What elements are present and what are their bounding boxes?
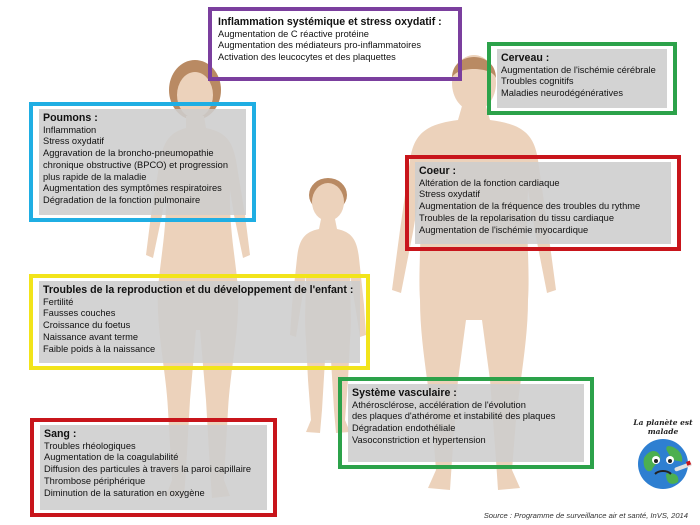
box-inflammation-content: Inflammation systémique et stress oxydat… xyxy=(212,11,458,77)
cerveau-item-2: Troubles cognitifs xyxy=(501,76,574,87)
sang-item-2: Augmentation de la coagulabilité xyxy=(44,452,179,463)
box-vasc-content: Système vasculaire : Athérosclérose, acc… xyxy=(348,384,584,462)
inflammation-title: Inflammation systémique et stress oxydat… xyxy=(218,16,442,28)
coeur-item-5: Augmentation de l'ischémie myocardique xyxy=(419,224,589,235)
sang-item-5: Diminution de la saturation en oxygène xyxy=(44,487,205,498)
repro-item-3: Croissance du foetus xyxy=(43,320,131,331)
box-inflammation: Inflammation systémique et stress oxydat… xyxy=(208,7,462,81)
cerveau-item-1: Augmentation de l'ischémie cérébrale xyxy=(501,64,656,75)
box-systeme-vasculaire: Système vasculaire : Athérosclérose, acc… xyxy=(338,377,594,469)
box-cerveau: Cerveau : Augmentation de l'ischémie cér… xyxy=(487,42,677,115)
vasc-item-4: Vasoconstriction et hypertension xyxy=(352,434,486,445)
vasc-item-2: des plaques d'athérome et instabilité de… xyxy=(352,411,556,422)
repro-title: Troubles de la reproduction et du dévelo… xyxy=(43,284,354,296)
logo-text: La planète est malade xyxy=(633,418,693,436)
sang-item-4: Thrombose périphérique xyxy=(44,475,146,486)
repro-item-1: Fertilité xyxy=(43,296,74,307)
box-coeur-content: Coeur : Altération de la fonction cardia… xyxy=(415,162,671,244)
poumons-item-6: Augmentation des symptômes respiratoires xyxy=(43,183,222,194)
coeur-item-1: Altération de la fonction cardiaque xyxy=(419,177,560,188)
coeur-item-4: Troubles de la repolarisation du tissu c… xyxy=(419,212,615,223)
repro-item-2: Fausses couches xyxy=(43,308,116,319)
cerveau-item-3: Maladies neurodégénératives xyxy=(501,88,623,99)
source-citation: Source : Programme de surveillance air e… xyxy=(483,511,688,520)
poumons-item-3: Aggravation de la broncho-pneumopathie xyxy=(43,148,214,159)
box-coeur: Coeur : Altération de la fonction cardia… xyxy=(405,155,681,251)
woman-head xyxy=(177,72,213,118)
vasc-item-1: Athérosclérose, accélération de l'évolut… xyxy=(352,399,526,410)
sang-item-1: Troubles rhéologiques xyxy=(44,440,136,451)
sang-title: Sang : xyxy=(44,428,77,440)
sang-item-3: Diffusion des particules à travers la pa… xyxy=(44,464,252,475)
vasc-title: Système vasculaire : xyxy=(352,387,457,399)
cerveau-title: Cerveau : xyxy=(501,52,550,64)
repro-item-4: Naissance avant terme xyxy=(43,331,139,342)
coeur-item-3: Augmentation de la fréquence des trouble… xyxy=(419,201,641,212)
poumons-item-4: chronique obstructive (BPCO) et progress… xyxy=(43,159,228,170)
poumons-item-2: Stress oxydatif xyxy=(43,136,104,147)
inflammation-item-1: Augmentation de C réactive protéine xyxy=(218,28,369,39)
inflammation-item-2: Augmentation des médiateurs pro-inflamma… xyxy=(218,40,422,51)
poumons-item-7: Dégradation de la fonction pulmonaire xyxy=(43,195,201,206)
box-reproduction-content: Troubles de la reproduction et du dévelo… xyxy=(39,281,360,363)
inflammation-item-3: Activation des leucocytes et des plaquet… xyxy=(218,52,396,63)
box-cerveau-content: Cerveau : Augmentation de l'ischémie cér… xyxy=(497,49,667,108)
box-poumons: Poumons : Inflammation Stress oxydatif A… xyxy=(29,102,256,222)
repro-item-5: Faible poids à la naissance xyxy=(43,343,156,354)
coeur-item-2: Stress oxydatif xyxy=(419,189,480,200)
box-sang-content: Sang : Troubles rhéologiques Augmentatio… xyxy=(40,425,267,510)
poumons-item-5: plus rapide de la maladie xyxy=(43,171,147,182)
child-head xyxy=(312,183,344,221)
man-hair xyxy=(452,57,496,78)
box-poumons-content: Poumons : Inflammation Stress oxydatif A… xyxy=(39,109,246,215)
coeur-title: Coeur : xyxy=(419,165,457,177)
poumons-title: Poumons : xyxy=(43,112,98,124)
sick-earth-icon xyxy=(638,439,692,489)
vasc-item-3: Dégradation endothéliale xyxy=(352,423,456,434)
box-sang: Sang : Troubles rhéologiques Augmentatio… xyxy=(30,418,277,517)
poumons-item-1: Inflammation xyxy=(43,124,97,135)
logo: La planète est malade xyxy=(628,418,698,496)
box-reproduction: Troubles de la reproduction et du dévelo… xyxy=(29,274,370,370)
